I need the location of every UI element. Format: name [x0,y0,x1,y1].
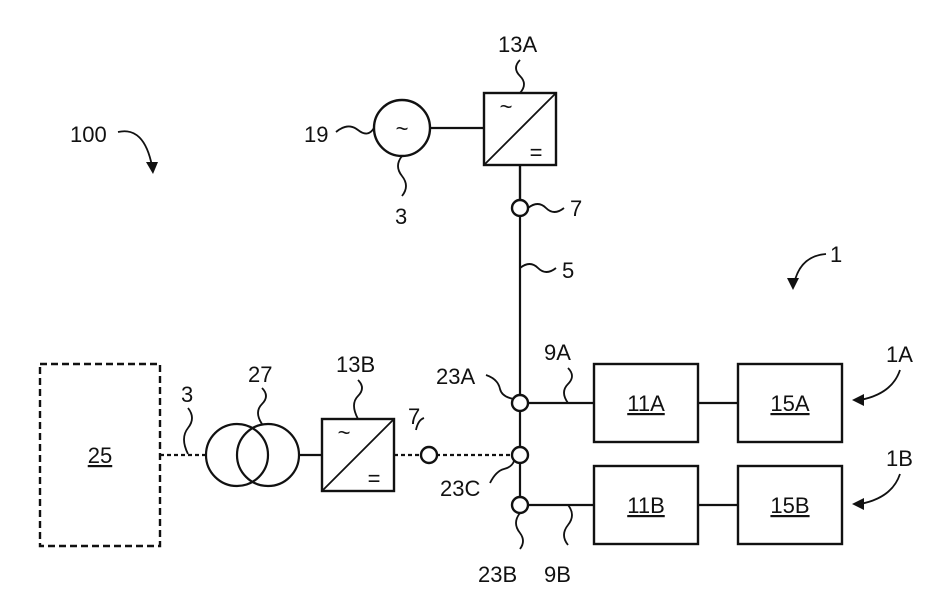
leader-7-top [528,204,564,212]
converter-13a-dc-symbol: = [530,140,543,165]
label-9b: 9B [544,562,571,587]
label-9a: 9A [544,340,571,365]
leader-27 [258,388,266,424]
label-100: 100 [70,122,107,147]
label-7-left: 7 [408,404,420,429]
generator-19-tilde: ~ [396,116,409,141]
arrow-100 [118,131,152,166]
label-7-top: 7 [570,196,582,221]
leader-13b [354,380,362,419]
leader-3-top [398,156,406,196]
arrow-1a [860,370,900,400]
box-11b-label: 11B [627,493,665,518]
label-23b: 23B [478,562,517,587]
leader-23c [490,461,514,483]
leader-19 [336,126,374,133]
label-27: 27 [248,362,272,387]
arrow-1b [860,474,900,504]
box-25-label: 25 [88,443,112,468]
breaker-7-left [421,447,437,463]
converter-13a-ac-symbol: ~ [500,94,513,119]
label-1b: 1B [886,446,913,471]
label-19: 19 [304,122,328,147]
label-5: 5 [562,258,574,283]
label-1: 1 [830,242,842,267]
leader-3-left [184,408,192,454]
node-23b [512,497,528,513]
converter-13b-dc-symbol: = [368,466,381,491]
box-11a-label: 11A [627,391,665,416]
label-13a: 13A [498,32,537,57]
leader-13a [516,60,524,93]
arrow-1b-head [852,498,864,510]
arrow-1a-head [852,394,864,406]
node-23c [512,447,528,463]
box-15b-label: 15B [770,493,809,518]
leader-23a [486,375,514,399]
leader-9b [564,505,572,545]
label-1a: 1A [886,342,913,367]
label-23a: 23A [436,364,475,389]
breaker-7-top [512,200,528,216]
arrow-100-head [146,162,158,174]
label-3-left: 3 [181,382,193,407]
arrow-1 [794,254,826,284]
box-15a-label: 15A [770,391,809,416]
node-23a [512,395,528,411]
label-13b: 13B [336,352,375,377]
label-23c: 23C [440,476,480,501]
leader-9a [564,368,572,403]
label-3-top: 3 [395,204,407,229]
arrow-1-head [787,278,799,290]
leader-5 [520,264,556,272]
leader-23b [516,513,523,549]
converter-13b-ac-symbol: ~ [338,420,351,445]
